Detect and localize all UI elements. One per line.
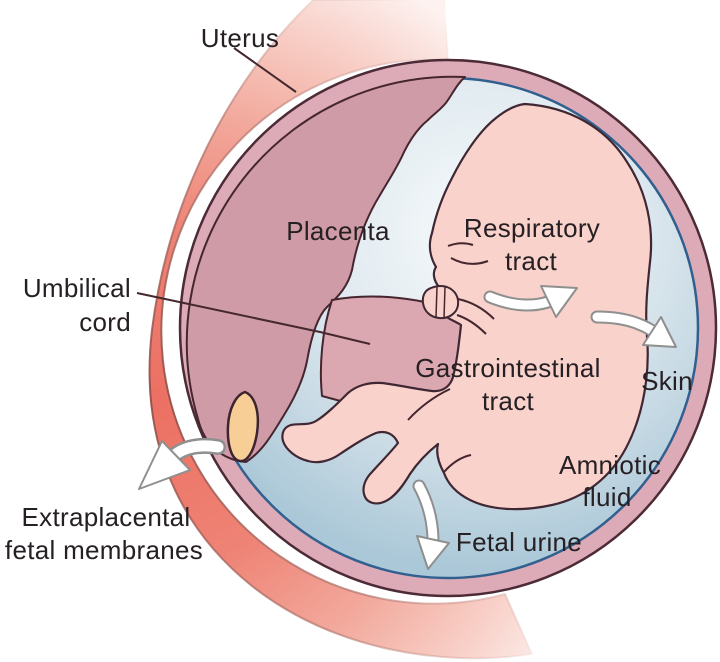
umbilical-cord-label-line2: cord	[79, 307, 131, 337]
uterus-leader-line	[233, 47, 297, 93]
fetus-brow-line	[447, 242, 474, 247]
extraplacental-membranes-label-line2: fetal membranes	[5, 535, 203, 565]
umbilical-cord-label-line1: Umbilical	[23, 273, 131, 303]
gastrointestinal-tract-label-line1: Gastrointestinal	[415, 353, 600, 383]
respiratory-arrow-head	[540, 285, 578, 318]
fetal-urine-label: Fetal urine	[456, 527, 582, 557]
placenta-label: Placenta	[286, 216, 390, 246]
skin-arrow-head	[642, 316, 677, 348]
membranes-arrow-head	[138, 440, 191, 490]
fetus-forearm-lines	[456, 298, 495, 335]
fetal-urine-arrow-shaft	[414, 481, 438, 543]
fetus-eye-line	[450, 257, 489, 265]
placenta-shape	[185, 75, 466, 463]
extraplacental-membranes-label-line1: Extraplacental	[22, 502, 191, 532]
fetus-finger-lines	[435, 286, 446, 319]
skin-label: Skin	[641, 366, 693, 396]
amniotic-fluid-label-line1: Amniotic	[559, 450, 661, 480]
respiratory-tract-label-line2: tract	[505, 246, 558, 276]
fetus-thigh-crease	[407, 388, 451, 421]
amniotic-fluid-label-line2: fluid	[582, 482, 631, 512]
fetus-hand-shape	[421, 284, 460, 320]
respiratory-arrow-shaft	[485, 292, 553, 310]
gastrointestinal-tract-label-line2: tract	[482, 386, 535, 416]
respiratory-tract-label-line1: Respiratory	[464, 213, 600, 243]
uterus-wall-shape	[148, 0, 534, 660]
fetus-hip-crease	[443, 454, 472, 473]
skin-arrow-shaft	[592, 312, 656, 335]
umbilical-cord-leader-line	[136, 292, 371, 345]
uterus-label: Uterus	[201, 23, 279, 53]
fetal-urine-arrow-head	[416, 535, 450, 570]
membranes-arrow-shaft	[170, 440, 224, 460]
yolk-sac-shape	[226, 390, 260, 463]
